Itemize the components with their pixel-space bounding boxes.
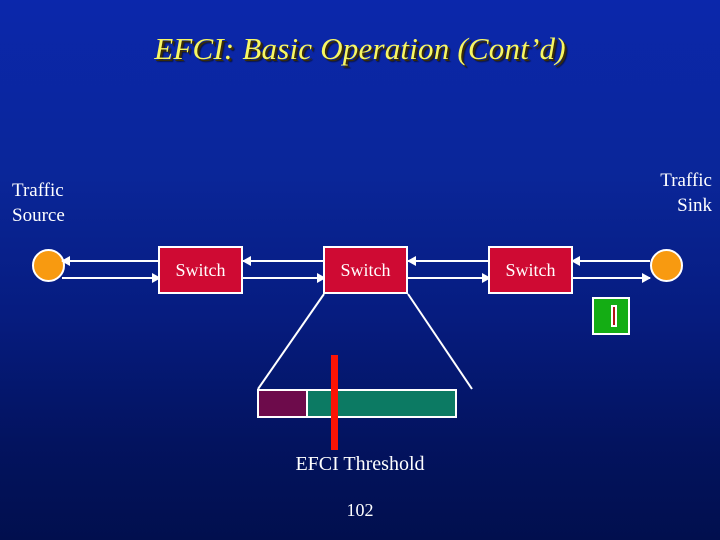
efci-threshold-marker (331, 355, 338, 450)
arrow-head-left-icon (407, 256, 416, 266)
traffic-sink-label: Traffic Sink (660, 170, 712, 216)
queue-filled-segment (259, 391, 308, 416)
link-switch1-switch2-forward-arrow (243, 273, 326, 283)
switch-box-2: Switch (323, 246, 408, 294)
efci-bit-cell (592, 297, 630, 335)
link-source-switch1-reverse-arrow (61, 256, 160, 266)
arrow-shaft (243, 277, 325, 279)
efci-threshold-caption: EFCI Threshold (295, 453, 425, 475)
arrow-head-left-icon (242, 256, 251, 266)
arrow-shaft (572, 260, 650, 262)
traffic-source-node (32, 249, 65, 282)
arrow-shaft (62, 260, 160, 262)
link-switch3-sink-forward-arrow (572, 273, 651, 283)
page-number: 102 (346, 500, 374, 520)
traffic-source-label: Traffic Source (12, 180, 65, 226)
callout-line-left (257, 293, 325, 390)
arrow-head-right-icon (642, 273, 651, 283)
queue-occupancy-bar (257, 389, 457, 418)
callout-line-right (407, 293, 473, 390)
arrow-head-left-icon (571, 256, 580, 266)
arrow-shaft (243, 260, 325, 262)
page-title: EFCI: Basic Operation (Cont’d) (154, 31, 566, 66)
efci-bit-mark-icon (611, 305, 617, 327)
link-switch2-switch3-reverse-arrow (407, 256, 490, 266)
arrow-shaft (62, 277, 160, 279)
queue-callout-lines (257, 293, 473, 390)
arrow-head-right-icon (482, 273, 491, 283)
arrow-head-right-icon (317, 273, 326, 283)
link-switch3-sink-reverse-arrow (571, 256, 650, 266)
traffic-sink-node (650, 249, 683, 282)
link-switch2-switch3-forward-arrow (408, 273, 491, 283)
arrow-head-left-icon (61, 256, 70, 266)
arrow-head-right-icon (152, 273, 161, 283)
arrow-shaft (572, 277, 650, 279)
switch-box-3: Switch (488, 246, 573, 294)
link-switch1-switch2-reverse-arrow (242, 256, 325, 266)
arrow-shaft (408, 277, 490, 279)
link-source-switch1-forward-arrow (62, 273, 161, 283)
switch-box-1: Switch (158, 246, 243, 294)
arrow-shaft (408, 260, 490, 262)
